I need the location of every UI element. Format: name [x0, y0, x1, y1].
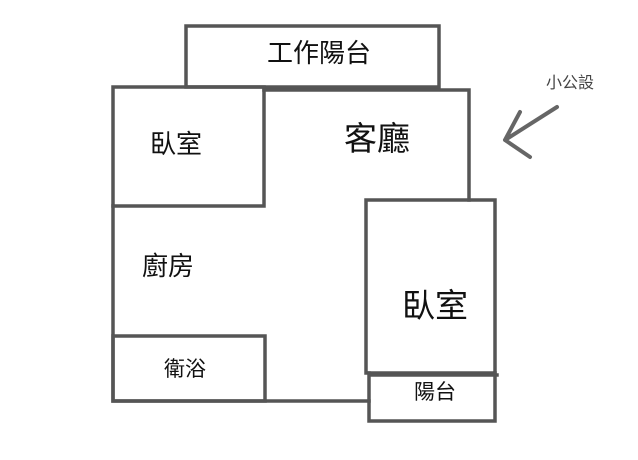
work-balcony-room [184, 24, 441, 89]
annotation-arrow-icon [503, 105, 559, 159]
bedroom-small-label: 臥室 [150, 130, 202, 160]
balcony-label: 陽台 [414, 380, 456, 404]
work-balcony-label: 工作陽台 [267, 39, 371, 69]
bedroom-large-room [364, 198, 497, 375]
bathroom-label: 衛浴 [164, 357, 206, 381]
kitchen-label: 廚房 [142, 252, 194, 282]
walls [111, 24, 499, 423]
bathroom-room [111, 334, 267, 403]
living-room-label: 客廳 [344, 119, 410, 158]
bedroom-large-label: 臥室 [402, 286, 468, 325]
balcony-room [367, 371, 499, 423]
common-area-annotation: 小公設 [546, 73, 594, 92]
bedroom-small-room [111, 85, 266, 208]
